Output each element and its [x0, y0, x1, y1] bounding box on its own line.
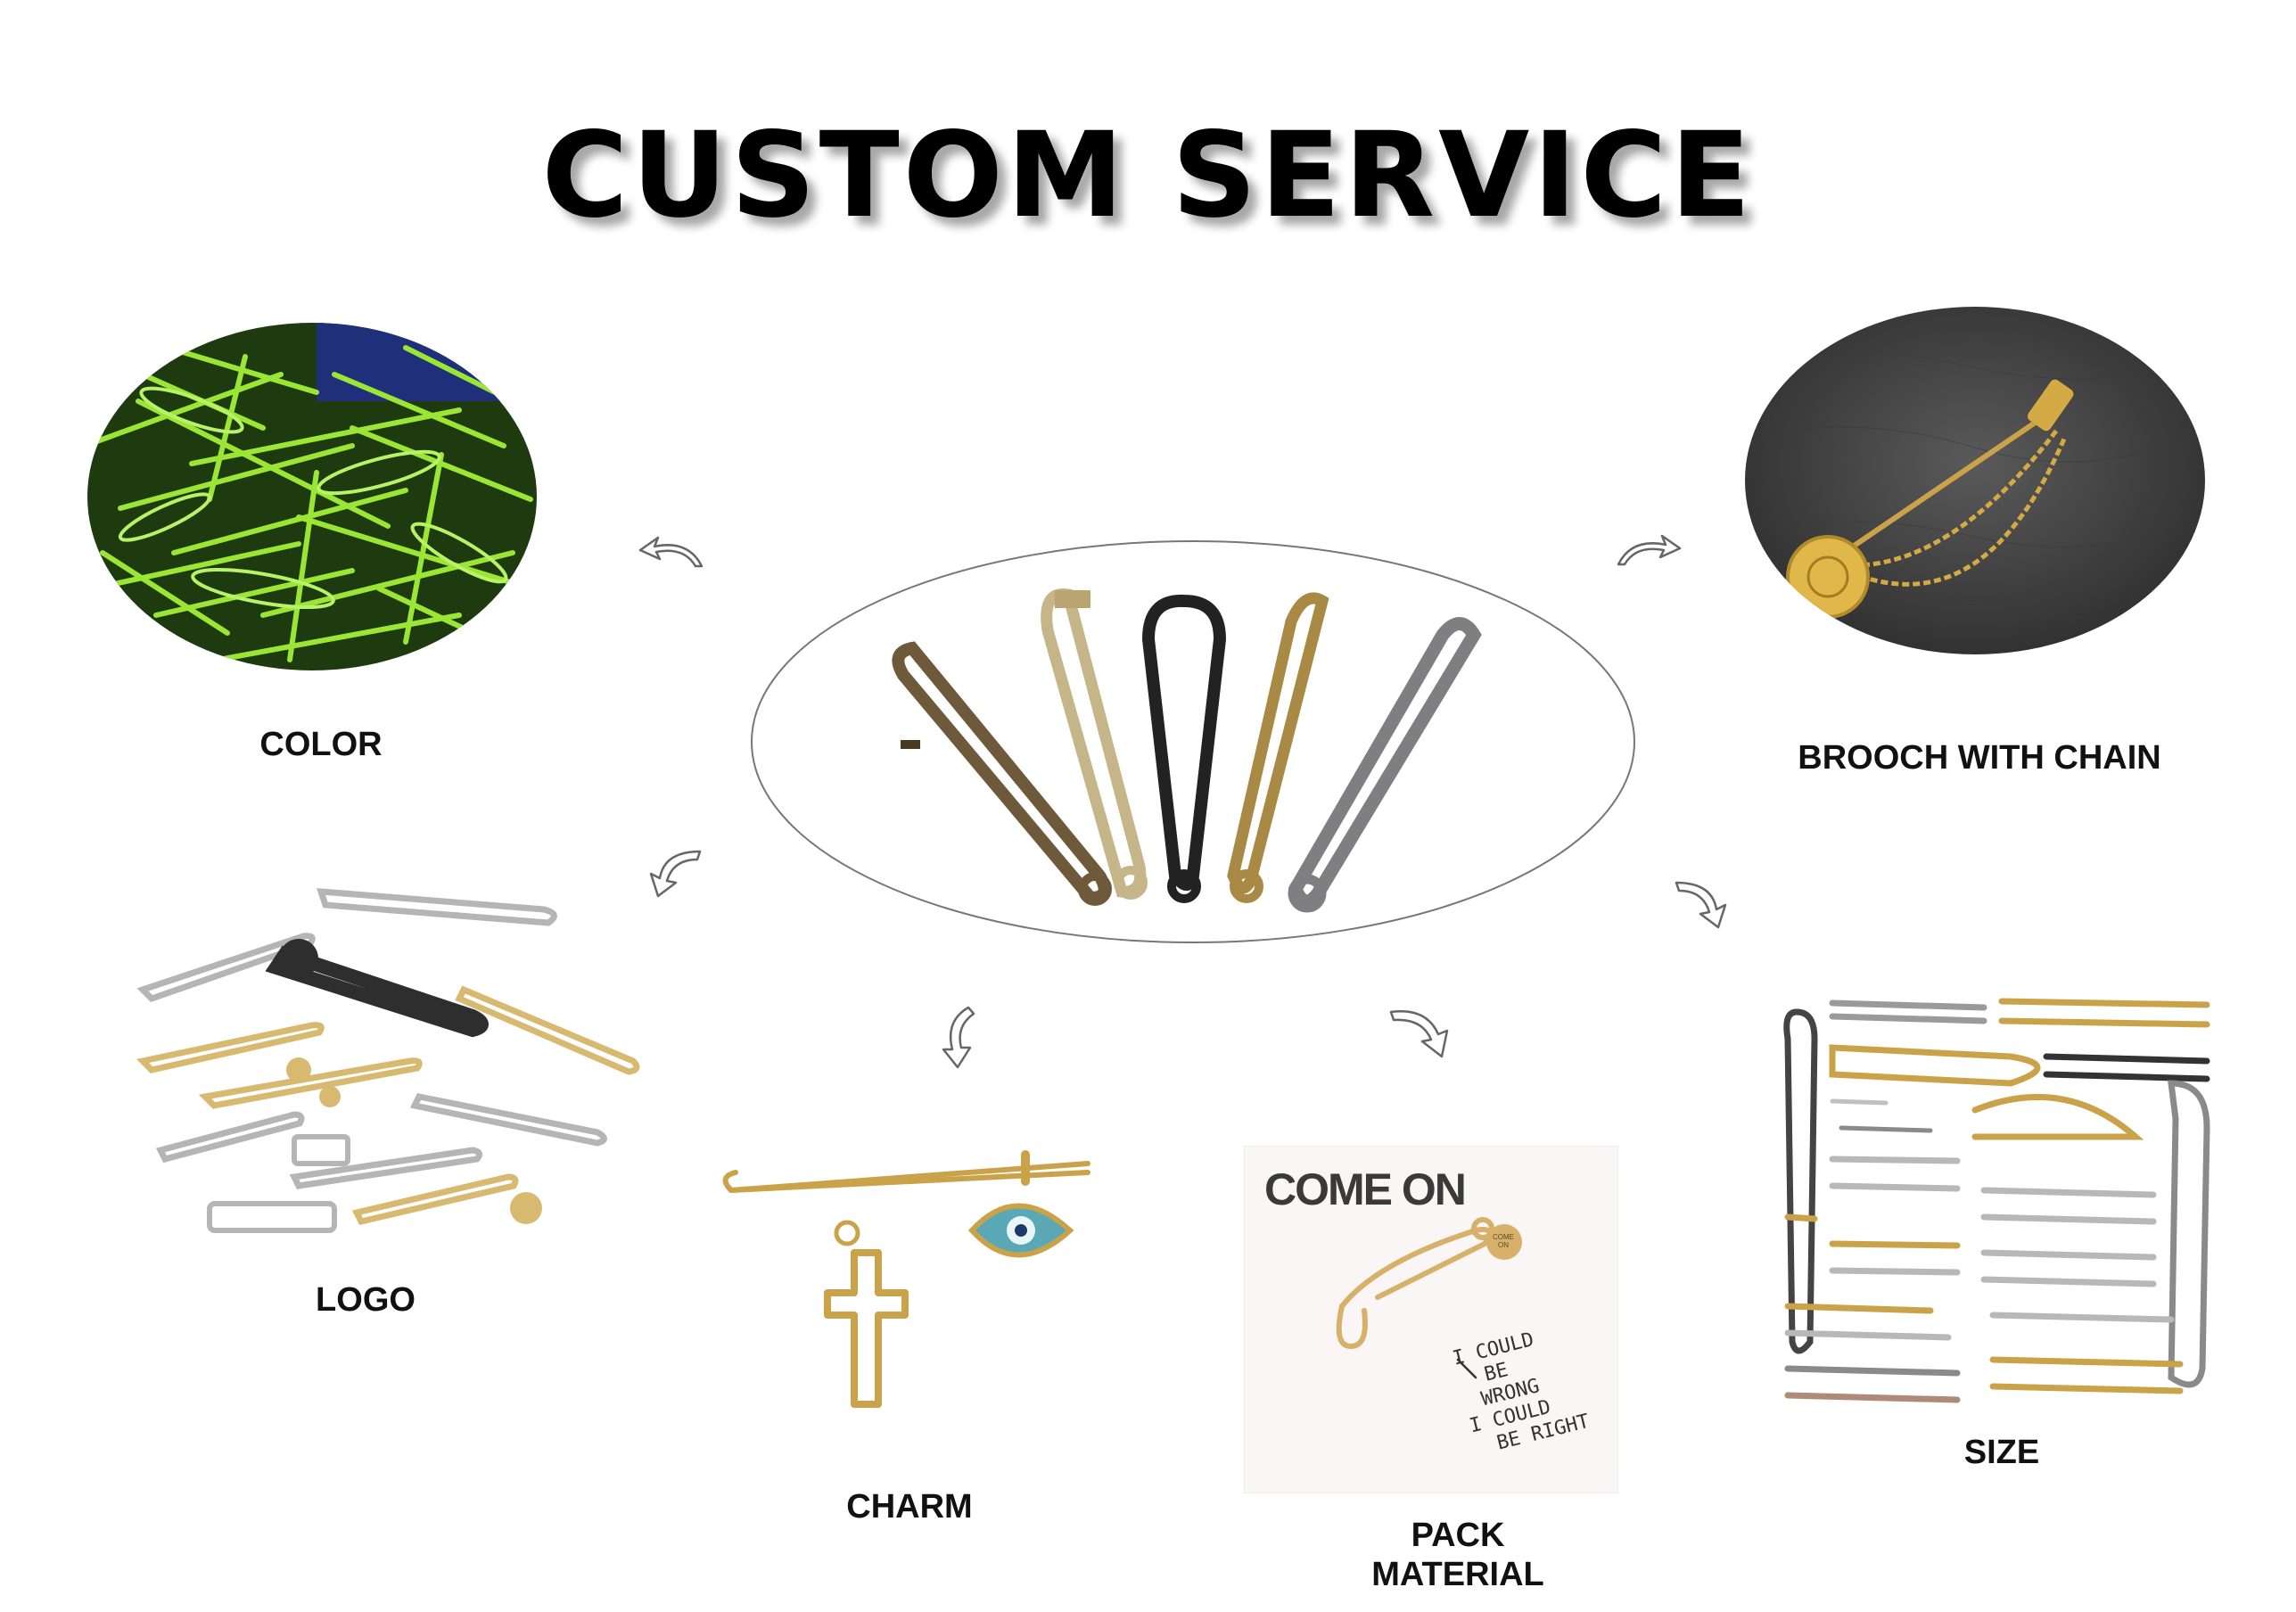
label-pack-material: PACK MATERIAL	[1320, 1516, 1596, 1594]
center-pins-image	[747, 537, 1639, 947]
label-pack-line-2: MATERIAL	[1371, 1556, 1544, 1593]
label-brooch-with-chain: BROOCH WITH CHAIN	[1798, 739, 2161, 777]
label-logo: LOGO	[316, 1281, 416, 1319]
arrow-icon	[1387, 1008, 1458, 1061]
page-title: CUSTOM SERVICE	[541, 107, 1755, 244]
card-tag-text: COME ON	[1493, 1233, 1514, 1249]
label-color: COLOR	[259, 726, 383, 763]
brooch-with-chain-image	[1743, 305, 2207, 657]
logo-pins-image	[27, 802, 669, 1288]
arrow-icon	[642, 847, 704, 901]
size-pins-image	[1779, 985, 2225, 1431]
arrow-icon	[1614, 529, 1685, 569]
pack-material-card-image	[1244, 1146, 1618, 1493]
arrow-icon	[635, 530, 706, 571]
label-charm: CHARM	[846, 1488, 973, 1526]
label-size: SIZE	[1963, 1434, 2040, 1471]
label-pack-line-1: PACK	[1411, 1517, 1505, 1554]
arrow-icon	[1672, 878, 1734, 932]
arrow-icon	[934, 1003, 979, 1070]
charm-pin-image	[713, 1146, 1106, 1449]
color-green-pins-image	[85, 321, 539, 673]
card-brand-text: COME ON	[1264, 1164, 1467, 1214]
